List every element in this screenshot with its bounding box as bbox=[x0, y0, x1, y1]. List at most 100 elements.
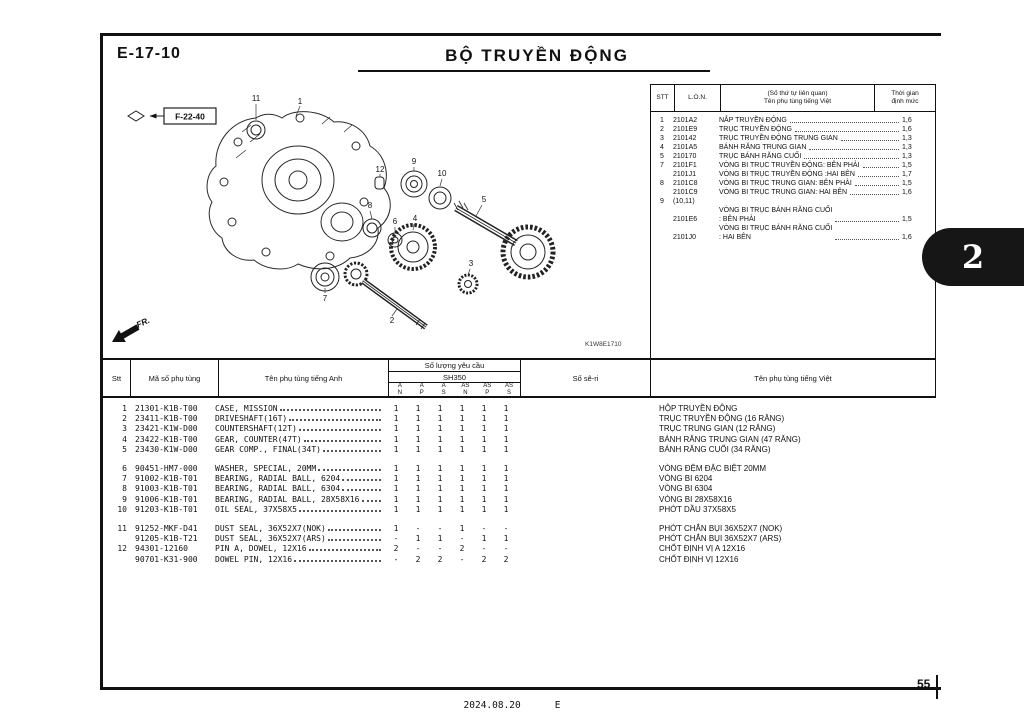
part-name-vi: TRỤC TRUYỀN ĐỘNG (16 RĂNG) bbox=[659, 414, 785, 424]
qty-col-top: AS bbox=[461, 383, 470, 389]
part-number: 91003-K1B-T01 bbox=[135, 484, 198, 494]
qty-col-bottom: S bbox=[441, 389, 446, 396]
parts-table-row: 10 91203-K1B-T01 OIL SEAL, 37X58X5 1 1 1… bbox=[103, 505, 936, 515]
driveshaft-2 bbox=[343, 261, 428, 330]
qty-as: 2 bbox=[437, 554, 443, 564]
part-name-en: GEAR, COUNTER(47T) bbox=[215, 434, 302, 444]
dotted-leader bbox=[342, 489, 381, 492]
part-name-en-cell: CASE, MISSION bbox=[215, 404, 385, 413]
part-name-en: COUNTERSHAFT(12T) bbox=[215, 424, 297, 434]
callout-2: 2 bbox=[390, 316, 395, 325]
part-number: 94301-12160 bbox=[135, 544, 188, 554]
ref-col-header-time-line2: định mức bbox=[891, 98, 919, 105]
part-name-en: PIN A, DOWEL, 12X16 bbox=[215, 544, 307, 554]
ref-row-name: VÒNG BI TRỤC BÁNH RĂNG CUỐI : HAI BÊN bbox=[719, 225, 833, 241]
footer-date: 2024.08.20 bbox=[463, 700, 521, 711]
ref-row-lon: 2101C8 bbox=[673, 180, 698, 187]
qty-asp: 1 bbox=[481, 533, 487, 543]
parts-table-row: 9 91006-K1B-T01 BEARING, RADIAL BALL, 28… bbox=[103, 494, 936, 504]
dotted-leader bbox=[862, 167, 899, 168]
ref-table-row: 9 (10,11) bbox=[651, 197, 932, 206]
callout-6: 6 bbox=[393, 217, 398, 226]
part-stt: 10 bbox=[117, 505, 127, 515]
small-gear-3 bbox=[457, 273, 479, 295]
qty-ap: 1 bbox=[415, 445, 421, 455]
dotted-leader bbox=[303, 439, 381, 442]
parts-table-row: 4 23422-K1B-T00 GEAR, COUNTER(47T) 1 1 1… bbox=[103, 434, 936, 444]
ref-row-time: 1,3 bbox=[902, 144, 912, 151]
qty-an: 2 bbox=[393, 544, 399, 554]
parts-table-row: 6 90451-HM7-000 WASHER, SPECIAL, 20MM 1 … bbox=[103, 463, 936, 473]
part-name-en: GEAR COMP., FINAL(34T) bbox=[215, 445, 321, 455]
part-number: 23430-K1W-D00 bbox=[135, 445, 198, 455]
part-name-vi: BÁNH RĂNG CUỐI (34 RĂNG) bbox=[659, 445, 771, 455]
qty-asp: - bbox=[481, 544, 487, 554]
ref-table-row: 4 2101A5 BÁNH RĂNG TRUNG GIAN 1,3 bbox=[651, 143, 932, 152]
ref-row-stt: 8 bbox=[660, 180, 664, 187]
dotted-leader bbox=[294, 559, 381, 562]
dotted-leader bbox=[342, 479, 381, 482]
ref-row-name: VÒNG BI TRỤC BÁNH RĂNG CUỐI : BÊN PHẢI bbox=[719, 207, 833, 223]
section-tab[interactable]: 2 bbox=[922, 228, 1024, 286]
qty-ass: 1 bbox=[503, 533, 509, 543]
final-gear-shaft-5 bbox=[453, 200, 556, 280]
dotted-leader bbox=[298, 510, 381, 513]
ref-row-name: TRỤC TRUYỀN ĐỘNG bbox=[719, 126, 792, 133]
qty-asn: 1 bbox=[459, 414, 465, 424]
ref-col-header-time-line1: Thời gian bbox=[891, 89, 919, 97]
ref-row-lon: (10,11) bbox=[673, 198, 695, 205]
page-edge-mark bbox=[936, 675, 938, 699]
qty-asn: 1 bbox=[459, 424, 465, 434]
dowel-pin-12 bbox=[374, 176, 385, 190]
qty-an: 1 bbox=[393, 445, 399, 455]
part-name-vi: HỘP TRUYỀN ĐỘNG bbox=[659, 403, 738, 413]
dotted-leader bbox=[308, 549, 381, 552]
qty-as: - bbox=[437, 523, 443, 533]
qty-ap: - bbox=[415, 523, 421, 533]
fr-direction-arrow: FR. bbox=[112, 315, 151, 343]
parts-table-row: 7 91002-K1B-T01 BEARING, RADIAL BALL, 62… bbox=[103, 473, 936, 483]
part-stt: 7 bbox=[122, 474, 127, 484]
frame-left-line bbox=[100, 33, 103, 690]
part-stt: 12 bbox=[117, 544, 127, 554]
qty-col-bottom: N bbox=[397, 389, 403, 396]
ref-row-stt: 2 bbox=[660, 126, 664, 133]
ref-table-row: 8 2101C8 VÒNG BI TRỤC TRUNG GIAN: BÊN PH… bbox=[651, 179, 932, 188]
callout-1: 1 bbox=[298, 97, 303, 106]
ref-row-name: BÁNH RĂNG TRUNG GIAN bbox=[719, 144, 807, 151]
ref-row-stt: 3 bbox=[660, 135, 664, 142]
cross-reference-callout: F-22-40 bbox=[127, 107, 217, 125]
part-name-en: DUST SEAL, 36X52X7(NOK) bbox=[215, 523, 326, 533]
dotted-leader bbox=[322, 450, 381, 453]
ref-row-lon: 2101J1 bbox=[673, 171, 696, 178]
qty-ass: 1 bbox=[503, 424, 509, 434]
qty-asn: 1 bbox=[459, 523, 465, 533]
callout-4: 4 bbox=[413, 214, 418, 223]
qty-ass: 1 bbox=[503, 494, 509, 504]
page-number: 55 bbox=[917, 677, 931, 691]
part-name-en: DOWEL PIN, 12X16 bbox=[215, 554, 293, 564]
qty-ap: - bbox=[415, 544, 421, 554]
part-name-vi: VÒNG BI 6204 bbox=[659, 474, 713, 484]
parts-table-row: 2 23411-K1B-T00 DRIVESHAFT(16T) 1 1 1 1 … bbox=[103, 413, 936, 423]
qty-as: 1 bbox=[437, 484, 443, 494]
qty-asn: 2 bbox=[459, 544, 465, 554]
part-name-en: DRIVESHAFT(16T) bbox=[215, 414, 288, 424]
ref-row-name: NẮP TRUYỀN ĐỘNG bbox=[719, 117, 787, 124]
ref-row-lon: 2101A2 bbox=[673, 117, 698, 124]
qty-ap: 1 bbox=[415, 484, 421, 494]
qty-ass: - bbox=[503, 523, 509, 533]
dotted-leader bbox=[854, 185, 899, 186]
part-name-en-cell: DRIVESHAFT(16T) bbox=[215, 414, 385, 423]
qty-an: 1 bbox=[393, 484, 399, 494]
qty-asp: 1 bbox=[481, 505, 487, 515]
ref-table-row: 5 210170 TRỤC BÁNH RĂNG CUỐI 1,3 bbox=[651, 152, 932, 161]
col-header-part-number: Mã số phụ tùng bbox=[131, 360, 219, 396]
qty-col-top: AS bbox=[483, 383, 492, 389]
qty-ass: 1 bbox=[503, 463, 509, 473]
ref-table-row: 3 210142 TRỤC TRUYỀN ĐỘNG TRUNG GIAN 1,3 bbox=[651, 134, 932, 143]
counter-gear-4 bbox=[389, 223, 437, 271]
dotted-leader bbox=[327, 528, 381, 531]
